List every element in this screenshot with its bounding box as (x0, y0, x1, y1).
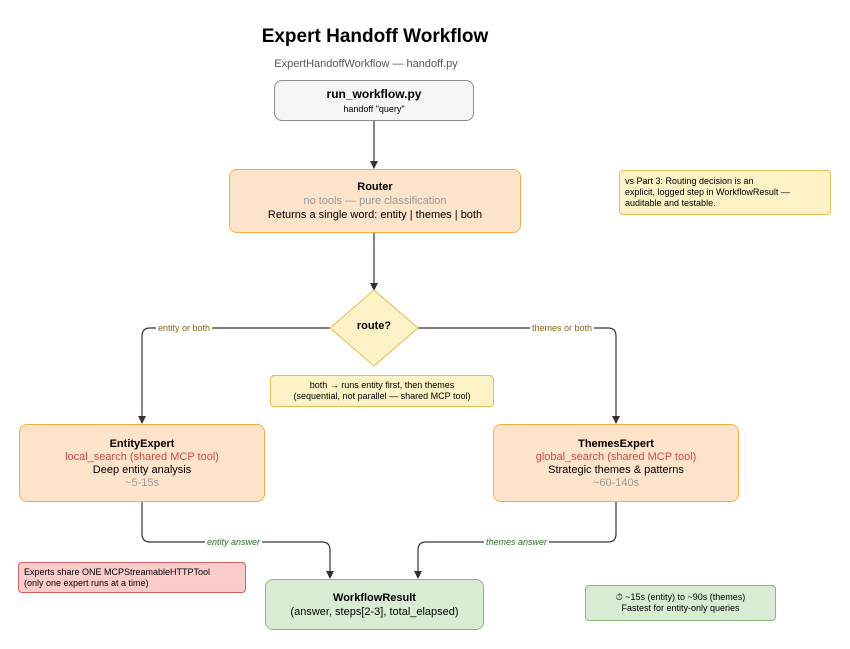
start-sub: handoff "query" (343, 104, 405, 114)
result-sub: (answer, steps[2-3], total_elapsed) (290, 605, 459, 618)
entity-expert-node: EntityExpert local_search (shared MCP to… (19, 424, 265, 502)
note-part3-line-1: vs Part 3: Routing decision is an (625, 176, 754, 186)
note-shared-tool: Experts share ONE MCPStreamableHTTPTool … (18, 562, 246, 593)
entity-desc: Deep entity analysis (92, 463, 192, 476)
themes-desc: Strategic themes & patterns (548, 463, 684, 476)
edge-decision-themes (418, 327, 620, 424)
start-node: run_workflow.py handoff "query" (274, 80, 474, 121)
router-node: Router no tools — pure classification Re… (229, 169, 521, 233)
diagram-title: Expert Handoff Workflow (261, 26, 489, 47)
decision-diamond (329, 289, 419, 367)
edge-label-themes-answer: themes answer (484, 537, 550, 547)
router-sub: no tools — pure classification (303, 195, 447, 207)
themes-title: ThemesExpert (578, 437, 654, 450)
edge-label-entity-or-both: entity or both (156, 323, 213, 333)
themes-time: ~60-140s (592, 476, 640, 489)
note-both-line-2: (sequential, not parallel — shared MCP t… (293, 391, 471, 401)
start-title: run_workflow.py (326, 87, 422, 101)
router-title: Router (357, 181, 393, 193)
note-timing-line-2: Fastest for entity-only queries (621, 603, 740, 613)
note-timing-line-1: ⏱ ~15s (entity) to ~90s (themes) (615, 592, 746, 602)
note-part3-line-3: auditable and testable. (625, 198, 716, 208)
edge-label-themes-or-both: themes or both (530, 323, 595, 333)
themes-tool: global_search (shared MCP tool) (535, 450, 697, 463)
diagram-subtitle: ExpertHandoffWorkflow — handoff.py (274, 58, 458, 70)
themes-expert-node: ThemesExpert global_search (shared MCP t… (493, 424, 739, 502)
result-title: WorkflowResult (333, 591, 416, 604)
decision-label: route? (356, 320, 392, 332)
entity-time: ~5-15s (125, 476, 159, 489)
note-shared-line-2: (only one expert runs at a time) (24, 578, 149, 588)
edge-label-entity-answer: entity answer (205, 537, 263, 547)
workflow-result-node: WorkflowResult (answer, steps[2-3], tota… (265, 579, 484, 630)
entity-tool: local_search (shared MCP tool) (65, 450, 219, 463)
note-part3: vs Part 3: Routing decision is an explic… (619, 170, 831, 215)
note-both-line-1: both → runs entity first, then themes (309, 380, 455, 390)
edge-decision-entity (138, 327, 330, 424)
note-part3-line-2: explicit, logged step in WorkflowResult … (625, 187, 790, 197)
note-shared-line-1: Experts share ONE MCPStreamableHTTPTool (24, 567, 211, 577)
note-both: both → runs entity first, then themes (s… (270, 375, 494, 407)
note-timing: ⏱ ~15s (entity) to ~90s (themes) Fastest… (585, 585, 776, 621)
router-desc: Returns a single word: entity | themes |… (267, 209, 483, 221)
entity-title: EntityExpert (109, 437, 175, 450)
